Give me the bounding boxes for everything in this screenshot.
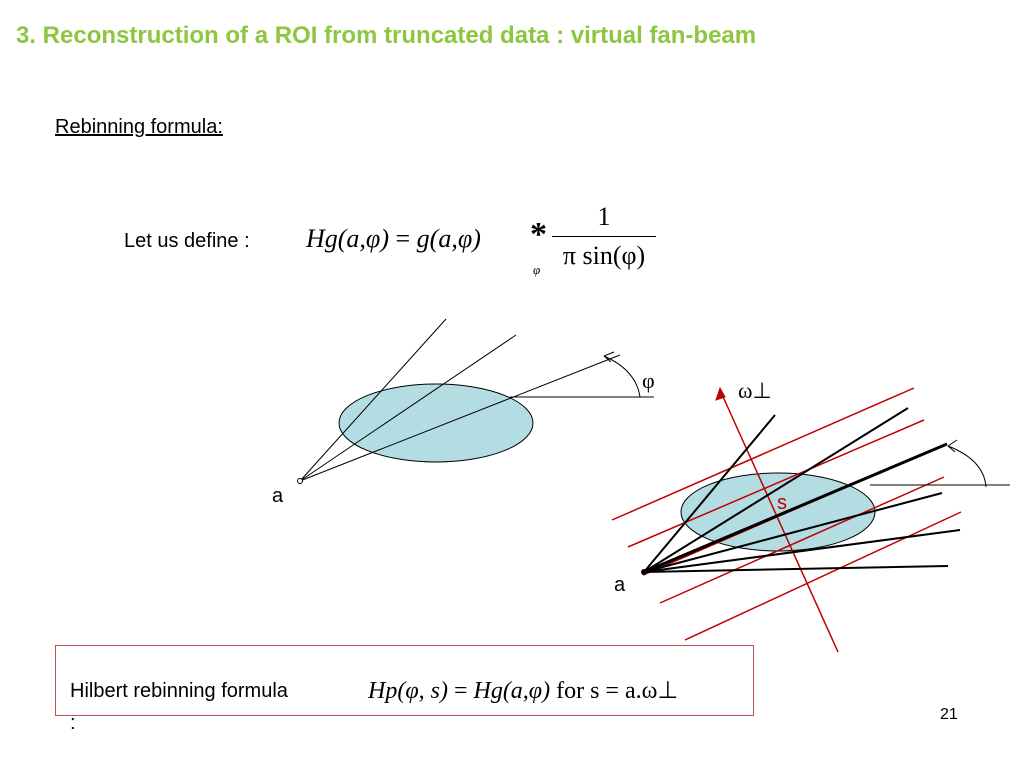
- hilbert-formula-box: [55, 645, 754, 716]
- equation-lhs: Hg(a,φ): [306, 224, 389, 253]
- slide-title: 3. Reconstruction of a ROI from truncate…: [16, 22, 757, 49]
- phi-arc: [603, 355, 641, 398]
- equation-rhs: g(a,φ): [416, 224, 481, 253]
- fan-ray-highlight: [643, 442, 948, 574]
- omega-axis: [719, 389, 839, 653]
- equation-equals: =: [395, 224, 411, 253]
- convolution-subscript: φ: [533, 262, 541, 277]
- fan-ray: [643, 414, 776, 573]
- fan-ray: [643, 407, 909, 573]
- page-number: 21: [940, 706, 958, 723]
- define-label: Let us define :: [124, 230, 250, 252]
- red-parallel-line: [684, 511, 962, 641]
- s-label: s: [777, 492, 787, 514]
- roi-ellipse-left: [338, 383, 534, 463]
- source-point-left: [297, 478, 303, 484]
- hilbert-equation-lhs: Hp(φ, s): [368, 678, 448, 704]
- equation-fraction: 1 π sin(φ): [552, 200, 656, 273]
- slide-subtitle: Rebinning formula:: [55, 116, 223, 138]
- fraction-numerator: 1: [597, 202, 611, 231]
- fan-ray: [299, 318, 447, 482]
- fraction-denominator: π sin(φ): [562, 241, 646, 270]
- omega-label: ω⊥: [738, 378, 772, 403]
- phi-arrow-icon: [947, 439, 958, 453]
- point-label-right: a: [614, 574, 626, 596]
- red-parallel-line: [659, 476, 945, 604]
- fan-ray: [643, 529, 961, 573]
- fan-ray: [643, 492, 943, 573]
- hilbert-equation-equals: =: [453, 678, 468, 704]
- fan-ray: [299, 354, 621, 482]
- phi-arc-right: [947, 445, 987, 488]
- phi-arrow-icon: [603, 351, 615, 363]
- red-parallel-line: [627, 419, 925, 548]
- convolution-operator: *: [530, 216, 547, 253]
- fraction-bar: [552, 236, 656, 237]
- equation-definition: Hg(a,φ) = g(a,φ): [306, 224, 481, 254]
- hilbert-label: Hilbert rebinning formula: [70, 680, 288, 702]
- point-label-left: a: [272, 485, 284, 507]
- source-point-right: [641, 569, 647, 575]
- red-parallel-line: [611, 387, 915, 521]
- hilbert-equation: Hp(φ, s) = Hg(a,φ) for s = a.ω⊥: [368, 676, 678, 705]
- fan-ray: [643, 565, 949, 573]
- omega-arrow-icon: [715, 386, 726, 401]
- hilbert-equation-rhs: Hg(a,φ): [473, 678, 551, 704]
- phi-label: φ: [642, 368, 655, 393]
- hilbert-colon: :: [70, 712, 76, 734]
- hilbert-equation-condition: for s = a.ω⊥: [556, 678, 679, 704]
- fan-ray: [299, 334, 517, 482]
